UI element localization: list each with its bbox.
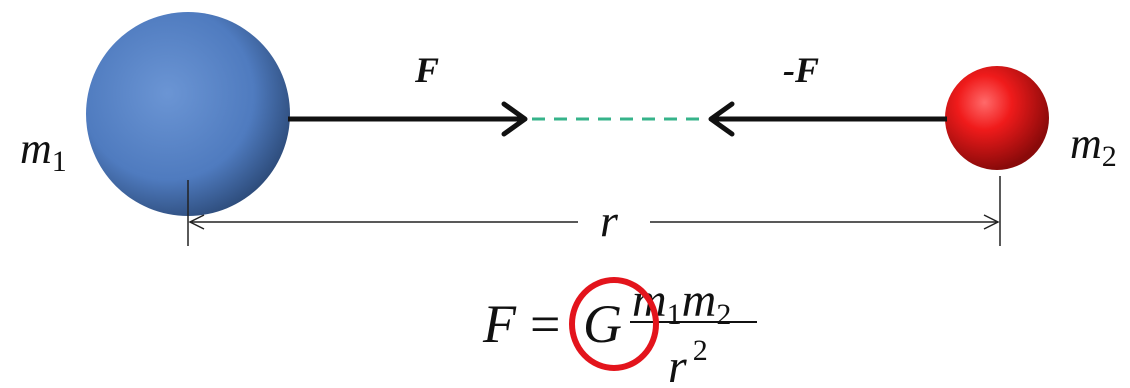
force-arrow-right-head [708,101,735,137]
mass-2-label: m2 [1070,119,1117,173]
formula-constant: G [583,294,622,354]
distance-label: r [600,195,619,246]
mass-1-label: m1 [20,124,67,178]
formula-equals: = [530,294,560,354]
mass-2-sphere [945,66,1049,170]
force-arrow-left-head [501,101,528,137]
highlight-circle [569,277,659,371]
formula-numerator-m2: m [682,274,717,327]
dimension-arrowhead-left [188,214,205,230]
mass-1-symbol: m [20,124,52,173]
mass-1-subscript: 1 [52,145,67,178]
force-label-right: -F [783,50,819,90]
formula-denominator-r: r [668,340,687,388]
formula-numerator-m1-sub: 1 [667,298,682,331]
force-label-left: F [414,50,439,90]
dimension-arrowhead-right [983,214,1000,230]
mass-2-subscript: 2 [1102,140,1117,173]
mass-2-symbol: m [1070,119,1102,168]
formula-denominator-exp: 2 [693,334,708,367]
formula-lhs: F [482,294,517,354]
formula-numerator-m2-sub: 2 [716,298,731,331]
mass-1-sphere [86,12,290,216]
